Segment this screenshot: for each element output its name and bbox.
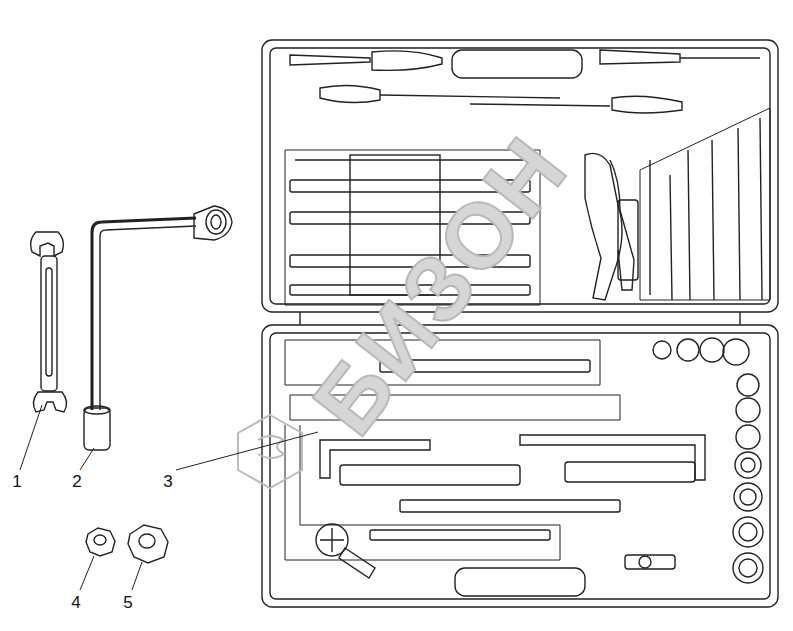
watermark-logo bbox=[238, 415, 302, 488]
wrench-drawing bbox=[31, 232, 67, 412]
case-drawing bbox=[262, 40, 778, 607]
socket-wrench-drawing bbox=[84, 206, 232, 450]
callout-number: 2 bbox=[72, 473, 81, 490]
callout-number: 1 bbox=[12, 473, 21, 490]
callout-number: 4 bbox=[71, 594, 80, 611]
leader-lines bbox=[20, 405, 318, 590]
callout-number: 3 bbox=[163, 473, 172, 490]
callout-number: 5 bbox=[123, 594, 132, 611]
nut-drawing bbox=[86, 525, 168, 563]
